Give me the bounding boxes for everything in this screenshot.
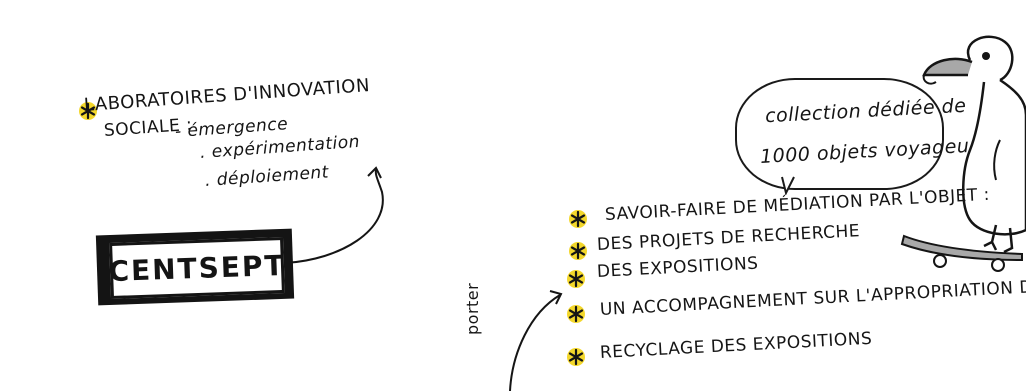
dodo-bird-illustration — [900, 35, 1026, 272]
list-item: UN ACCOMPAGNEMENT SUR L'APPROPRIATION DE… — [599, 275, 1026, 320]
star-icon — [567, 305, 585, 323]
list-item: RECYCLAGE DES EXPOSITIONS — [599, 328, 873, 363]
vertical-label: porter — [463, 282, 482, 335]
brand-label: CENTSEPT — [108, 236, 286, 300]
curved-arrow-icon — [284, 166, 384, 264]
list-item: DES EXPOSITIONS — [596, 253, 759, 282]
curved-arrow-icon — [509, 290, 563, 392]
star-icon — [569, 242, 587, 260]
list-item: DES PROJETS DE RECHERCHE — [596, 221, 861, 255]
star-icon — [79, 102, 97, 120]
star-icon — [567, 270, 585, 288]
star-icon — [569, 210, 587, 228]
lab-title-line1: LABORATOIRES D'INNOVATION — [83, 75, 371, 116]
speech-bubble — [735, 78, 944, 190]
star-icon — [567, 348, 585, 366]
bubble-tail-icon — [781, 176, 795, 195]
